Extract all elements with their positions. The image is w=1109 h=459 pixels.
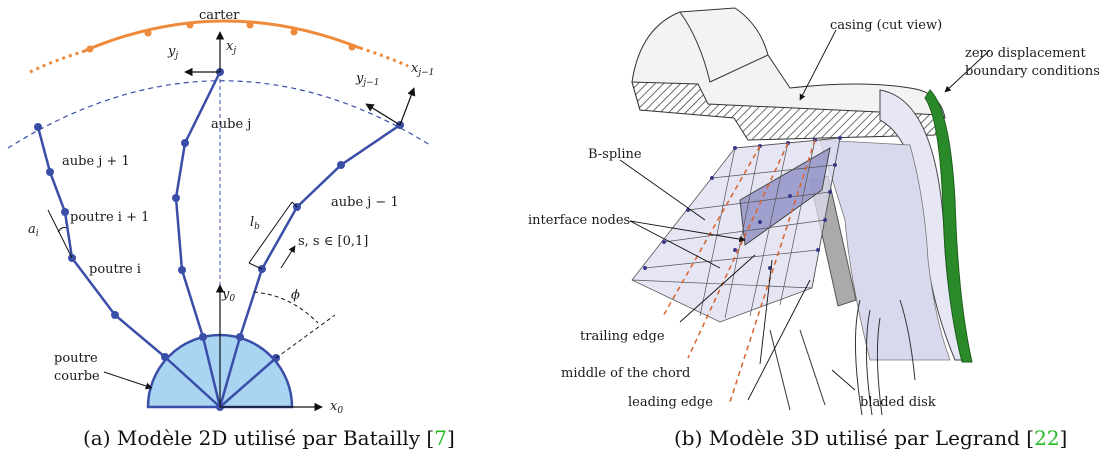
blade-j xyxy=(172,68,224,341)
label-xj: xj xyxy=(226,39,236,56)
label-x0: x0 xyxy=(330,399,343,416)
blade-dark-facet xyxy=(739,147,831,246)
edge-dashed-lines xyxy=(661,139,816,403)
blade-j-plus-1 xyxy=(34,123,169,361)
label-aube-j-minus-1: aube j − 1 xyxy=(331,195,399,210)
label-y0: y0 xyxy=(221,287,235,304)
label-aube-j-plus-1: aube j + 1 xyxy=(62,154,130,169)
label-bspline: B-spline xyxy=(588,147,642,162)
ai-tangent-line xyxy=(47,209,73,259)
xj1-axis-arrow xyxy=(399,87,416,126)
label-zero-displacement-1: zero displacement xyxy=(965,46,1086,61)
casing-hatched-section xyxy=(631,81,943,141)
blade-tip-circle xyxy=(7,80,431,149)
bspline-grid xyxy=(631,137,841,319)
label-yj1: yj−1 xyxy=(355,71,379,88)
zero-displacement-boundary xyxy=(924,89,973,363)
label-phi: ϕ xyxy=(291,288,300,303)
casing-nodes xyxy=(86,21,356,53)
label-xj1: xj−1 xyxy=(411,61,434,78)
caption-a: (a) Modèle 2D utilisé par Batailly [7] xyxy=(83,426,455,450)
phi-angle-arc xyxy=(253,291,319,324)
s-direction-arrow xyxy=(280,245,296,269)
disk-surface xyxy=(819,139,951,361)
label-middle-chord: middle of the chord xyxy=(561,366,690,381)
label-casing: casing (cut view) xyxy=(830,18,942,33)
leader-lines xyxy=(619,29,991,401)
label-poutre-i-plus-1: poutre i + 1 xyxy=(70,210,149,225)
label-lb: lb xyxy=(250,215,260,232)
casing-arc-dotted-left xyxy=(29,50,83,74)
panel-b: casing (cut view) zero displacement boun… xyxy=(528,7,1100,416)
label-bladed-disk: bladed disk xyxy=(860,395,936,410)
label-ai: ai xyxy=(28,222,39,239)
lb-dimension xyxy=(248,201,298,270)
yj1-axis-arrow xyxy=(365,103,401,126)
phi-reference-dashed xyxy=(275,314,336,359)
casing-rear-lip xyxy=(679,11,769,83)
label-poutre-i: poutre i xyxy=(89,262,141,277)
label-poutre-courbe-2: courbe xyxy=(54,369,100,384)
blade-j-minus-1 xyxy=(236,121,404,341)
panel-a: carter xj yj xj−1 yj−1 aube j aube j + 1… xyxy=(7,8,434,416)
label-trailing-edge: trailing edge xyxy=(580,329,665,344)
label-yj: yj xyxy=(167,44,178,61)
label-zero-displacement-2: boundary conditions xyxy=(965,64,1100,79)
label-carter: carter xyxy=(199,8,240,23)
bladed-disk-curves xyxy=(769,299,916,416)
poutre-courbe-pointer xyxy=(103,371,153,390)
label-aube-j: aube j xyxy=(211,117,251,132)
label-leading-edge: leading edge xyxy=(628,395,713,410)
label-interface-nodes: interface nodes xyxy=(528,213,630,228)
casing-arc xyxy=(81,19,361,54)
label-poutre-courbe-1: poutre xyxy=(54,351,98,366)
ai-angle-arc xyxy=(57,227,67,233)
casing-arc-dotted-right xyxy=(359,46,409,68)
caption-b: (b) Modèle 3D utilisé par Legrand [22] xyxy=(674,426,1067,450)
hub-spokes xyxy=(164,336,277,408)
label-s-range: s, s ∈ [0,1] xyxy=(298,234,368,249)
